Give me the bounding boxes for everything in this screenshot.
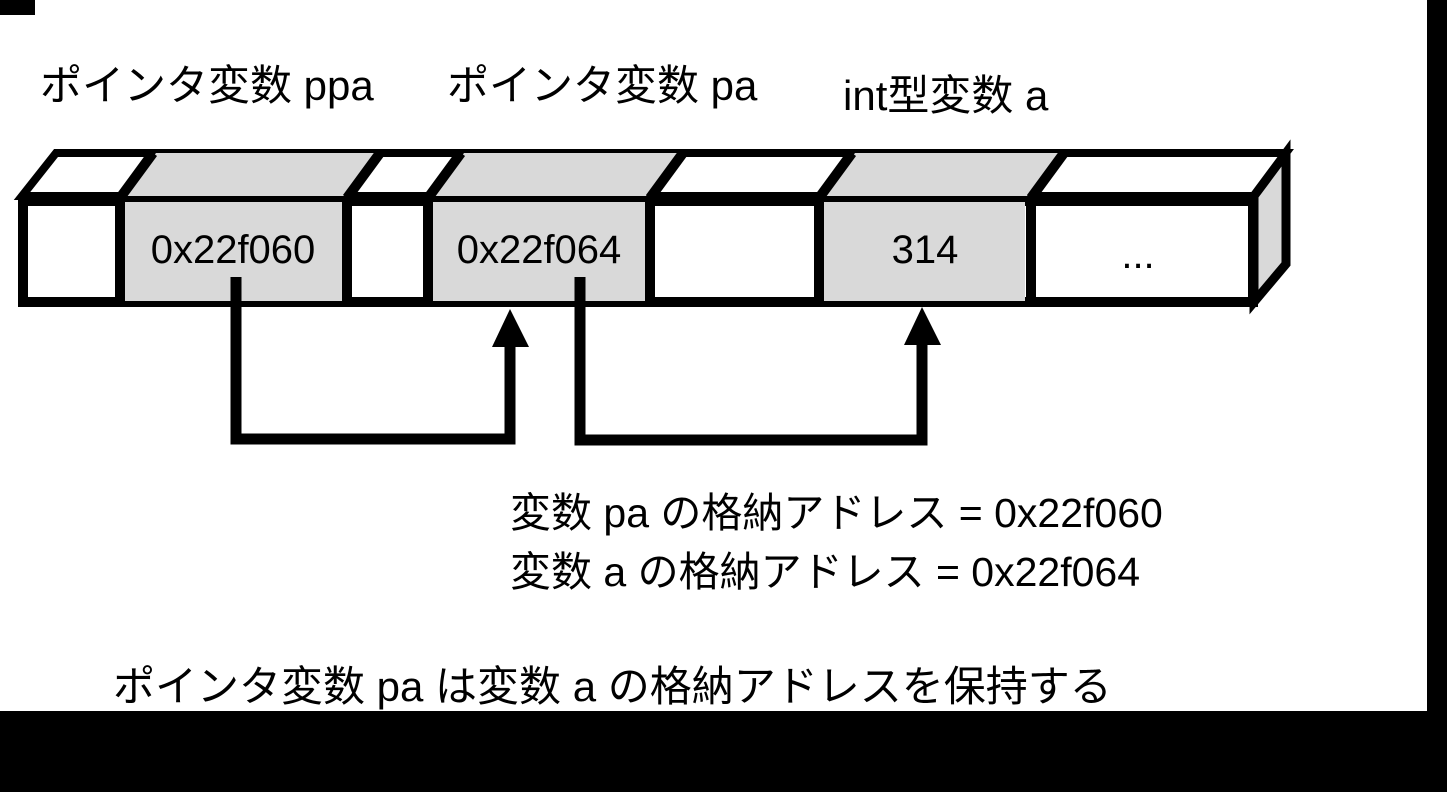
label-pa: ポインタ変数 pa <box>447 62 758 109</box>
cell-dividers <box>115 196 1036 307</box>
top-face-highlight-ppa <box>124 153 376 196</box>
label-ppa: ポインタ変数 ppa <box>40 62 374 109</box>
cell-pa <box>433 202 645 301</box>
arrow-ppa-to-pa-head <box>492 309 529 347</box>
annotation-pa-address: 変数 pa の格納アドレス = 0x22f060 <box>510 490 1163 536</box>
arrow-ppa-to-pa <box>230 277 516 445</box>
cell-a <box>824 202 1025 301</box>
annotation-a-address: 変数 a の格納アドレス = 0x22f064 <box>510 549 1140 595</box>
letterbox-right <box>1427 0 1447 792</box>
cell-value-pa: 0x22f064 <box>457 228 622 272</box>
cell-value-a: 314 <box>892 228 959 272</box>
arrow-pa-to-a <box>574 277 928 446</box>
label-a: int型変数 a <box>843 72 1049 119</box>
letterbox-top-left-corner <box>0 0 35 15</box>
letterbox-bottom <box>0 711 1447 792</box>
top-face-highlight-a <box>823 153 1059 196</box>
cell-value-ellipsis: ... <box>1121 233 1154 277</box>
top-face-highlight-pa <box>432 153 678 196</box>
top-face-dividers <box>115 150 1069 201</box>
arrow-pa-to-a-head <box>904 307 941 345</box>
caption: ポインタ変数 pa は変数 a の格納アドレスを保持する <box>113 663 1112 710</box>
cell-value-ppa: 0x22f060 <box>151 228 316 272</box>
